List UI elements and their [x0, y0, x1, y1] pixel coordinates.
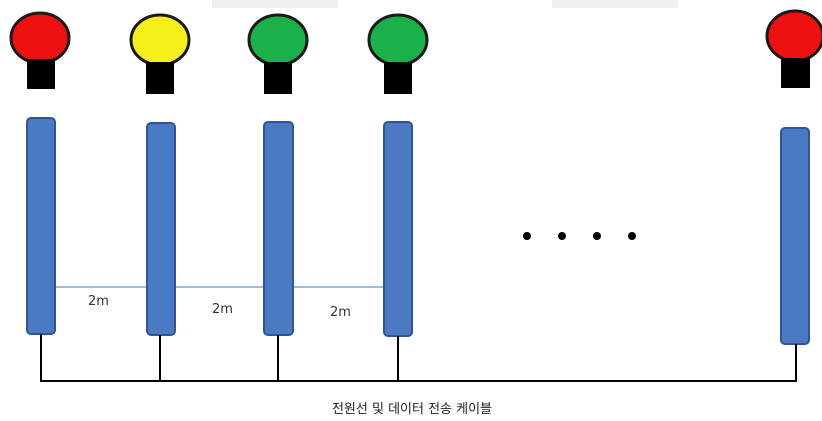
unit-1	[9, 11, 71, 335]
post	[26, 117, 56, 335]
background-ghost	[212, 0, 338, 8]
post	[780, 127, 810, 345]
post	[383, 121, 413, 337]
spacing-label: 2m	[88, 294, 109, 309]
lamp-base	[781, 58, 810, 88]
unit-4	[367, 13, 429, 337]
unit-2	[129, 13, 191, 336]
ellipsis-dot	[628, 232, 636, 240]
unit-5	[765, 9, 822, 345]
signal-lamp	[765, 9, 822, 63]
lamp-base	[384, 62, 412, 94]
signal-lamp	[129, 13, 191, 67]
spacing-label: 2m	[212, 302, 233, 317]
lamp-base	[27, 59, 55, 89]
ellipsis-dot	[523, 232, 531, 240]
cable	[40, 334, 797, 382]
lamp-base	[146, 62, 174, 94]
post	[263, 121, 294, 336]
signal-lamp	[247, 13, 309, 67]
ellipsis-dot	[593, 232, 601, 240]
background-ghost	[552, 0, 678, 8]
lamp-base	[264, 62, 292, 94]
ellipsis-dots	[523, 232, 636, 240]
cable-caption: 전원선 및 데이터 전송 케이블	[332, 402, 492, 417]
signal-lamp	[9, 11, 71, 65]
spacing-label: 2m	[330, 305, 351, 320]
ellipsis-dot	[558, 232, 566, 240]
signal-lamp	[367, 13, 429, 67]
post	[146, 122, 176, 336]
unit-3	[247, 13, 309, 336]
